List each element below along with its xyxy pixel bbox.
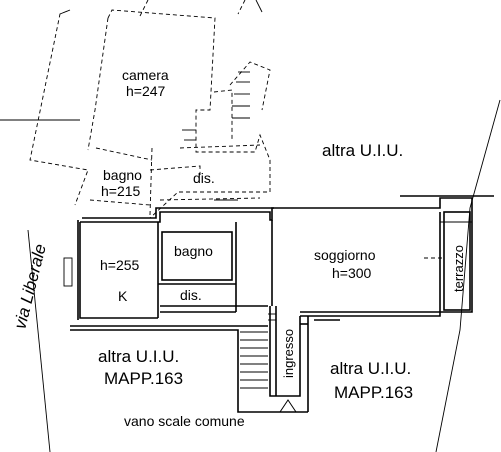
altra-uiu-left-label: altra U.I.U. bbox=[98, 347, 179, 366]
upper-floor-outline bbox=[29, 0, 271, 219]
upper-stair-marks bbox=[182, 71, 250, 209]
street-window bbox=[63, 257, 73, 287]
ingresso-label: ingresso bbox=[281, 329, 296, 378]
bagno-upper-label: bagno bbox=[103, 167, 142, 183]
entrance-arrow-icon bbox=[279, 399, 297, 413]
mapp-left-label: MAPP.163 bbox=[104, 369, 183, 388]
soggiorno-height-label: h=300 bbox=[332, 265, 372, 281]
main-floor-walls bbox=[70, 195, 494, 413]
via-liberale-label: via Liberale bbox=[10, 242, 49, 331]
altra-uiu-right-label: altra U.I.U. bbox=[330, 359, 411, 378]
camera-height-label: h=247 bbox=[126, 83, 166, 99]
soggiorno-label: soggiorno bbox=[314, 247, 376, 263]
stair-treads bbox=[240, 313, 276, 389]
bagno-lower-label: bagno bbox=[174, 243, 213, 259]
mapp-right-label: MAPP.163 bbox=[334, 383, 413, 402]
bagno-upper-height-label: h=215 bbox=[101, 183, 141, 199]
camera-label: camera bbox=[122, 67, 169, 83]
altra-uiu-top-label: altra U.I.U. bbox=[322, 141, 403, 160]
kitchen-k-label: K bbox=[118, 288, 128, 304]
vano-scale-label: vano scale comune bbox=[124, 413, 245, 429]
kitchen-height-label: h=255 bbox=[100, 257, 140, 273]
dis-lower-label: dis. bbox=[180, 287, 202, 303]
terrazzo-label: terrazzo bbox=[451, 245, 466, 292]
dis-upper-label: dis. bbox=[193, 170, 215, 186]
